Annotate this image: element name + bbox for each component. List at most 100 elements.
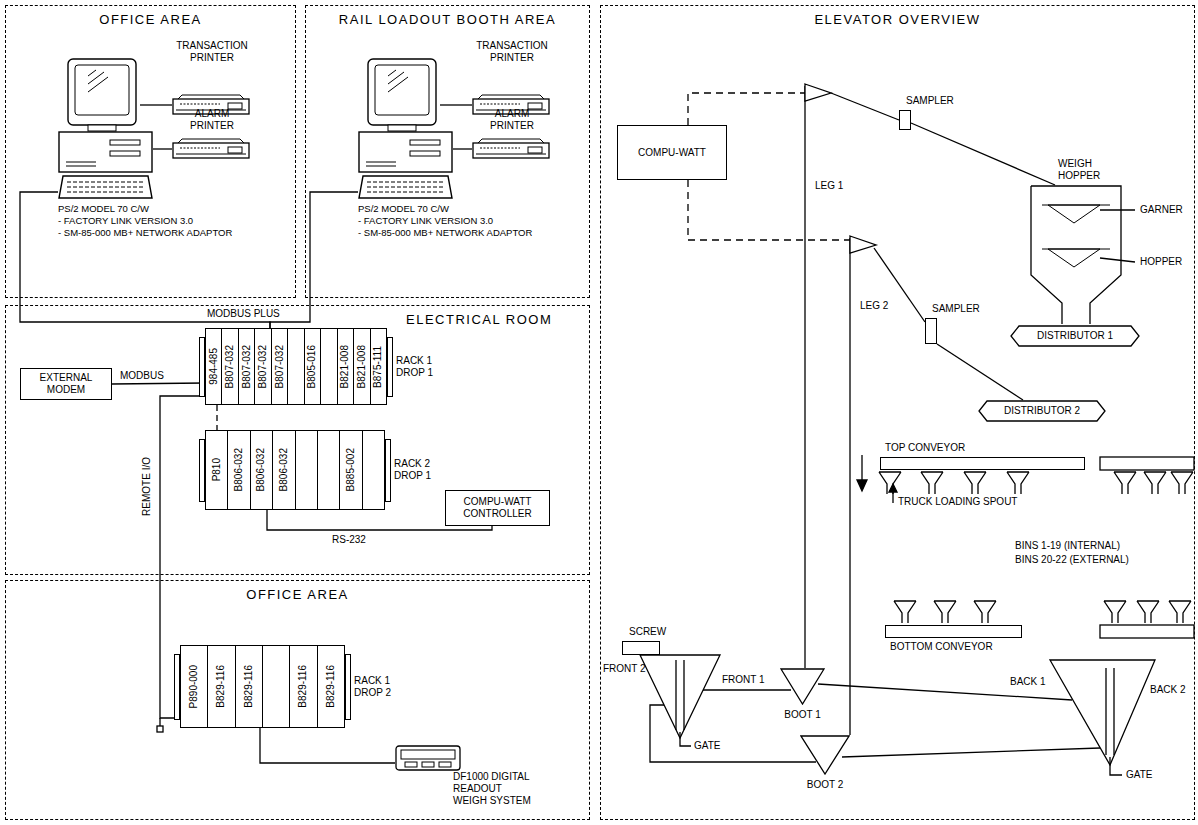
spout-line [831, 93, 899, 120]
callout-label: BACK 2 [1150, 684, 1186, 696]
callout-label: HOPPER [1140, 256, 1182, 268]
hopper-outline [1030, 185, 1122, 325]
connector-label: MODBUS PLUS [205, 308, 282, 320]
printer: ALARM PRINTER [172, 108, 252, 160]
module-number: B829-116 [297, 665, 309, 708]
rack-slot [295, 431, 317, 509]
computer-icon [358, 58, 453, 203]
rack-slot: B805-016 [304, 329, 320, 404]
connector [260, 728, 395, 763]
spouts [879, 472, 1193, 623]
device-box: COMPU-WATT [617, 125, 727, 180]
area-region: RAIL LOADOUT BOOTH AREA PS/2 MODEL 70 C/W… [305, 5, 590, 298]
rack-slot: B875-111 [370, 329, 386, 404]
boot: BOOT 2 [800, 735, 850, 775]
rack-ear [345, 654, 351, 720]
area-region: ELECTRICAL ROOMEXTERNAL MODEM984-485B807… [5, 305, 590, 575]
front-pit [640, 655, 720, 738]
leg-head [805, 84, 831, 101]
callout-label: BINS 1-19 (INTERNAL) [1015, 540, 1120, 552]
computer-icon [58, 58, 153, 203]
rack-slot [262, 646, 289, 727]
conveyor-label: BOTTOM CONVEYOR [890, 641, 993, 653]
box-label: COMPU-WATT CONTROLLER [446, 496, 549, 520]
dashed-signal-line [688, 93, 850, 240]
callout-label: TRUCK LOADING SPOUT [898, 496, 1017, 508]
printer-icon [172, 138, 250, 160]
connector [937, 344, 1023, 400]
leader-head [889, 484, 897, 492]
callout-label: BACK 1 [1010, 676, 1046, 688]
computer-spec: - FACTORY LINK VERSION 3.0 [358, 215, 532, 227]
area-heading: OFFICE AREA [6, 12, 295, 27]
device-box: COMPU-WATT CONTROLLER [445, 490, 550, 526]
printer: TRANSACTION PRINTER [472, 40, 552, 116]
module-number: B807-032 [224, 345, 236, 388]
boot-outline [780, 668, 825, 705]
boot-label: BOOT 1 [784, 709, 821, 721]
rack-slot: B885-002 [339, 431, 361, 509]
connector [216, 405, 217, 430]
rack-ear [385, 439, 391, 502]
module-number: B806-032 [255, 448, 267, 491]
callout-label: LEG 2 [860, 300, 888, 312]
area-heading: RAIL LOADOUT BOOTH AREA [306, 12, 589, 27]
area-region: OFFICE AREAPS/2 MODEL 70 C/W- FACTORY LI… [5, 5, 296, 298]
rack-slot: P810 [206, 431, 227, 509]
distributor-label: DISTRIBUTOR 1 [1037, 330, 1113, 342]
connector [453, 148, 472, 149]
rack-slot: B807-032 [254, 329, 270, 404]
module-number: B807-032 [274, 345, 286, 388]
module-number: B875-111 [372, 346, 384, 388]
plc-rack: P890-000B829-116B829-116B829-116B829-116… [180, 645, 345, 728]
component-label: SCREW [629, 626, 666, 638]
conveyor-label: TOP CONVEYOR [885, 442, 965, 454]
printer-label: TRANSACTION PRINTER [172, 40, 252, 64]
module-number: B821-008 [356, 345, 368, 388]
distributor: DISTRIBUTOR 2 [978, 400, 1106, 422]
box-label: COMPU-WATT [638, 147, 706, 159]
rack-ear [199, 337, 205, 397]
connector-label: REMOTE I/O [141, 455, 153, 518]
device-box: EXTERNAL MODEM [20, 368, 112, 400]
leg-head [850, 236, 876, 253]
box-label: EXTERNAL MODEM [21, 372, 111, 396]
connector-label: RS-232 [330, 534, 368, 546]
tap [157, 726, 163, 732]
spout [879, 472, 1193, 623]
module-number: B829-116 [325, 665, 337, 708]
sampler: SAMPLER [899, 110, 911, 130]
callout-label: GATE [694, 740, 720, 752]
digital-readout-icon [395, 745, 461, 771]
module-number: B829-116 [215, 665, 227, 708]
rack-slot: B829-116 [289, 646, 316, 727]
printer-label: ALARM PRINTER [472, 108, 552, 132]
rack-label: RACK 1 DROP 2 [354, 675, 398, 699]
area-region: ELEVATOR OVERVIEWCOMPU-WATTSAMPLERWEIGH … [600, 5, 1195, 820]
area-heading: OFFICE AREA [6, 587, 589, 602]
readout-label: DF1000 DIGITAL READOUT WEIGH SYSTEM [453, 771, 537, 807]
rack-slot: B806-032 [272, 431, 294, 509]
module-number: B829-116 [243, 665, 255, 708]
rack-slot: B807-032 [238, 329, 254, 404]
rack-slot: B829-116 [235, 646, 262, 727]
area-heading: ELEVATOR OVERVIEW [601, 12, 1194, 27]
plc-rack: P810B806-032B806-032B806-032B885-002RACK… [205, 430, 385, 510]
rack-label: RACK 1 DROP 1 [396, 355, 440, 379]
module-number: B807-032 [257, 345, 269, 388]
sampler: SCREW [622, 641, 660, 655]
connector [267, 510, 492, 530]
conveyor: BOTTOM CONVEYOR [885, 625, 1022, 638]
tap [159, 718, 160, 726]
leg-2-line [849, 238, 850, 735]
connector-label: MODBUS [118, 370, 166, 382]
computer-spec: PS/2 MODEL 70 C/W [358, 203, 532, 215]
distributor-label: DISTRIBUTOR 2 [1004, 405, 1080, 417]
printer-label: ALARM PRINTER [172, 108, 252, 132]
flow-arrow-head [857, 480, 867, 491]
module-number: B806-032 [233, 448, 245, 491]
rack-ear [387, 337, 393, 397]
sampler: SAMPLER [925, 318, 937, 344]
